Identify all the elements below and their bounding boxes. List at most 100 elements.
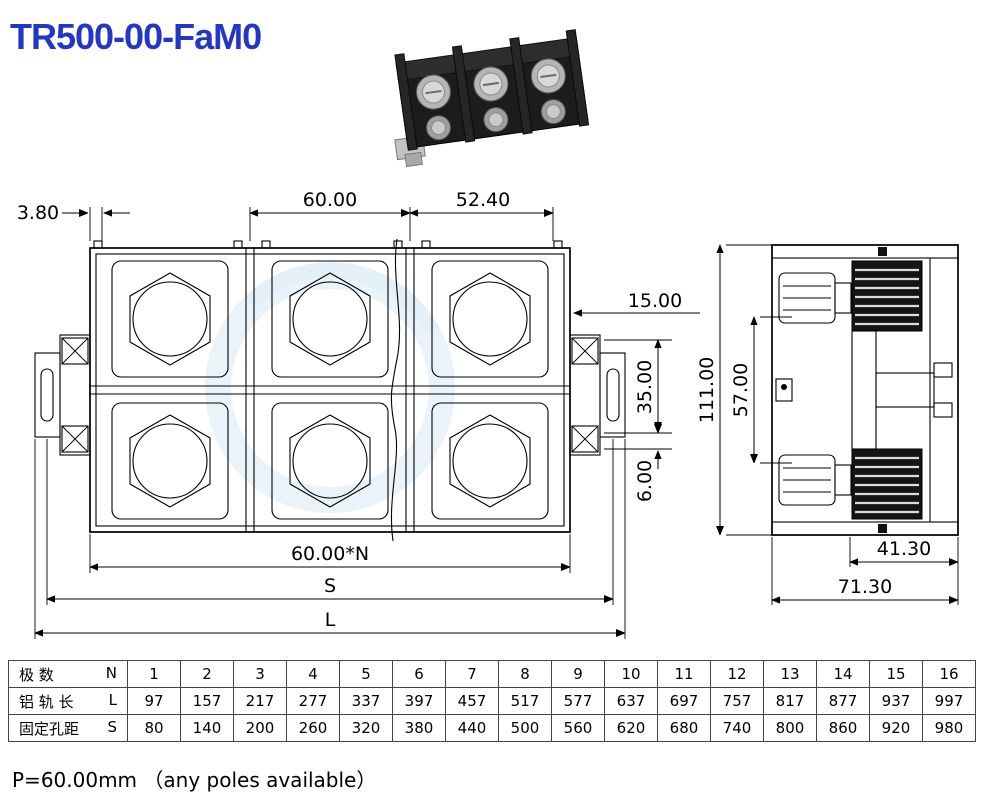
- table-cell: 16: [922, 660, 976, 688]
- side-screw-bottom: [778, 454, 852, 506]
- table-cell: 577: [551, 687, 605, 715]
- table-cell: 10: [604, 660, 658, 688]
- table-cell: 380: [392, 714, 446, 742]
- table-cell: 140: [180, 714, 234, 742]
- barrier-wall: [451, 45, 476, 143]
- table-cell: 277: [286, 687, 340, 715]
- terminal-block-body: [394, 29, 590, 168]
- table-cell: 457: [445, 687, 499, 715]
- barrier-wall: [394, 53, 418, 151]
- dim-l-label: L: [325, 609, 336, 631]
- dim-71-30-label: 71.30: [838, 576, 892, 598]
- table-cell: 937: [869, 687, 923, 715]
- dim-52-40-label: 52.40: [456, 189, 510, 211]
- table-cell: 637: [604, 687, 658, 715]
- table-cell: 757: [710, 687, 764, 715]
- pitch-note: P=60.00mm （any poles available）: [12, 768, 377, 792]
- dim-6-label: 6.00: [634, 460, 656, 502]
- watermark-logo: [205, 262, 455, 513]
- row-label: 固定孔距 S: [8, 714, 128, 742]
- table-cell: 260: [286, 714, 340, 742]
- row-label-cn: 极 数: [19, 665, 54, 684]
- table-cell: 3: [233, 660, 287, 688]
- front-view-dimensions: 3.80 60.00 52.40 15.00 35.00 6.00: [17, 189, 700, 639]
- table-cell: 97: [127, 687, 181, 715]
- dim-57-label: 57.00: [730, 363, 752, 417]
- row-label-cn: 固定孔距: [19, 719, 80, 738]
- table-cell: 14: [816, 660, 870, 688]
- table-cell: 13: [763, 660, 817, 688]
- table-cell: 11: [657, 660, 711, 688]
- table-cell: 697: [657, 687, 711, 715]
- din-clip-foot: [404, 151, 423, 168]
- table-cell: 9: [551, 660, 605, 688]
- barrier-wall: [509, 37, 533, 135]
- table-cell: 157: [180, 687, 234, 715]
- screw: [473, 66, 509, 102]
- screw-small: [540, 99, 566, 125]
- cap-screw-top: [878, 247, 887, 256]
- screw: [415, 74, 451, 110]
- table-cell: 500: [498, 714, 552, 742]
- barrier-wall: [565, 29, 590, 127]
- table-cell: 4: [286, 660, 340, 688]
- pivot-dot: [781, 384, 787, 390]
- row-label-cn: 铝 轨 长: [19, 692, 74, 711]
- right-mount: [569, 334, 626, 456]
- table-cell: 200: [233, 714, 287, 742]
- table-cell: 397: [392, 687, 446, 715]
- left-mount: [34, 334, 91, 456]
- table-cell: 680: [657, 714, 711, 742]
- cap-screw-bottom: [878, 524, 887, 533]
- table-cell: 740: [710, 714, 764, 742]
- table-cell: 337: [339, 687, 393, 715]
- screw: [530, 58, 566, 94]
- table-cell: 560: [551, 714, 605, 742]
- table-cell: 80: [127, 714, 181, 742]
- rail-hook-bottom: [933, 402, 953, 418]
- side-view-dimensions: 111.00 57.00 41.30 71.30: [696, 245, 959, 605]
- front-view: [34, 238, 626, 542]
- table-cell: 5: [339, 660, 393, 688]
- page-title: TR500-00-FaM0: [10, 16, 262, 57]
- side-screw-top: [778, 272, 852, 324]
- table-cell: 980: [922, 714, 976, 742]
- table-cell: 6: [392, 660, 446, 688]
- table-cell: 15: [869, 660, 923, 688]
- table-cell: 620: [604, 714, 658, 742]
- product-photo: [372, 4, 612, 180]
- table-cell: 817: [763, 687, 817, 715]
- row-label-symbol: S: [107, 717, 117, 736]
- table-cell: 1: [127, 660, 181, 688]
- row-label-symbol: L: [108, 690, 117, 709]
- rail-hook-top: [933, 362, 953, 378]
- center-column: [851, 330, 877, 450]
- side-view: [771, 244, 959, 536]
- break-line: [390, 238, 401, 542]
- table-cell: 7: [445, 660, 499, 688]
- thread-block-bottom: [851, 448, 923, 520]
- thread-block-top: [851, 260, 923, 332]
- screw-small: [483, 107, 509, 133]
- screw-small: [425, 115, 451, 141]
- table-cell: 997: [922, 687, 976, 715]
- table-cell: 12: [710, 660, 764, 688]
- table-cell: 877: [816, 687, 870, 715]
- table-cell: 8: [498, 660, 552, 688]
- product-photo-art: [394, 29, 590, 168]
- table-cell: 320: [339, 714, 393, 742]
- rail-clamp: [875, 372, 935, 408]
- dim-60-label: 60.00: [303, 189, 357, 211]
- technical-drawing: 3.80 60.00 52.40 15.00 35.00 6.00: [17, 189, 959, 639]
- dim-15-label: 15.00: [628, 290, 682, 312]
- table-cell: 860: [816, 714, 870, 742]
- dim-41-30-label: 41.30: [877, 538, 931, 560]
- dim-35-label: 35.00: [634, 360, 656, 414]
- table-cell: 440: [445, 714, 499, 742]
